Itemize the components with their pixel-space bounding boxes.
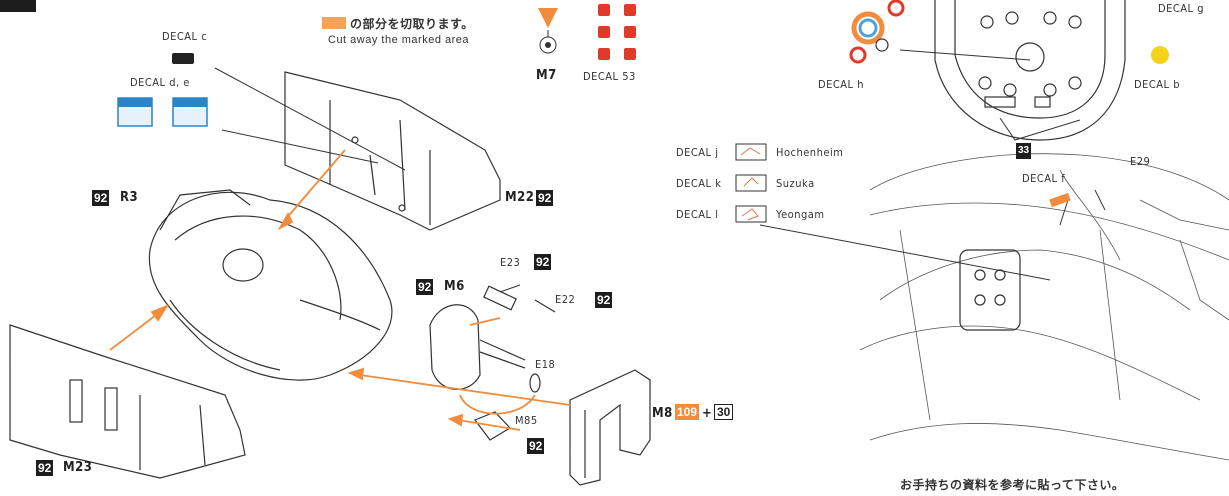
- floor-panel-m23: [9, 324, 246, 479]
- part-num-92: 92: [36, 460, 54, 476]
- circuit-decal-j: DECAL j: [676, 146, 719, 159]
- circuit-name-hochenheim: Hochenheim: [776, 146, 844, 159]
- cut-note-en: Cut away the marked area: [328, 34, 470, 46]
- label-m6: M6: [444, 279, 465, 294]
- cut-swatch: [322, 17, 346, 29]
- cut-note-jp: の部分を切取ります。: [350, 17, 474, 31]
- label-m23: M23: [63, 460, 93, 475]
- label-decal-53: DECAL 53: [583, 70, 636, 83]
- part-num-30: 30: [714, 404, 734, 420]
- label-plus: +: [702, 406, 713, 421]
- label-m8: M8: [652, 406, 673, 421]
- part-num-92: 92: [534, 254, 552, 270]
- label-decal-g: DECAL g: [1158, 2, 1204, 15]
- label-r3: R3: [120, 190, 139, 205]
- label-decal-c: DECAL c: [162, 30, 208, 43]
- part-num-109: 109: [675, 404, 700, 420]
- label-e18: E18: [535, 358, 556, 371]
- part-num-92: 92: [527, 438, 545, 454]
- seat-part: [148, 191, 393, 381]
- label-e22: E22: [555, 293, 576, 306]
- decal-b-badge: [1151, 46, 1169, 64]
- bracket-m8: [569, 369, 651, 486]
- footer-note: お手持ちの資料を参考に貼って下さい。: [900, 478, 1125, 492]
- label-e29: E29: [1130, 155, 1151, 168]
- part-num-33: 33: [1016, 143, 1032, 159]
- circuit-name-suzuka: Suzuka: [776, 177, 815, 190]
- rear-panel-m22: [284, 71, 501, 231]
- label-decal-de: DECAL d, e: [130, 76, 190, 89]
- steering-wheel: [934, 0, 1126, 141]
- part-num-92: 92: [92, 190, 110, 206]
- decal-c-swatch: [172, 53, 194, 64]
- label-m22: M22: [505, 190, 535, 205]
- label-m7: M7: [536, 68, 557, 83]
- part-num-92: 92: [536, 190, 554, 206]
- label-e23: E23: [500, 256, 521, 269]
- circuit-decal-k: DECAL k: [676, 177, 722, 190]
- part-num-92: 92: [595, 292, 613, 308]
- label-decal-b: DECAL b: [1134, 78, 1180, 91]
- label-decal-h: DECAL h: [818, 78, 864, 91]
- label-decal-f: DECAL f: [1022, 172, 1066, 185]
- part-num-92: 92: [416, 279, 434, 295]
- circuit-decal-l: DECAL l: [676, 208, 719, 221]
- label-m85: M85: [515, 414, 538, 427]
- circuit-name-yeongam: Yeongam: [776, 208, 825, 221]
